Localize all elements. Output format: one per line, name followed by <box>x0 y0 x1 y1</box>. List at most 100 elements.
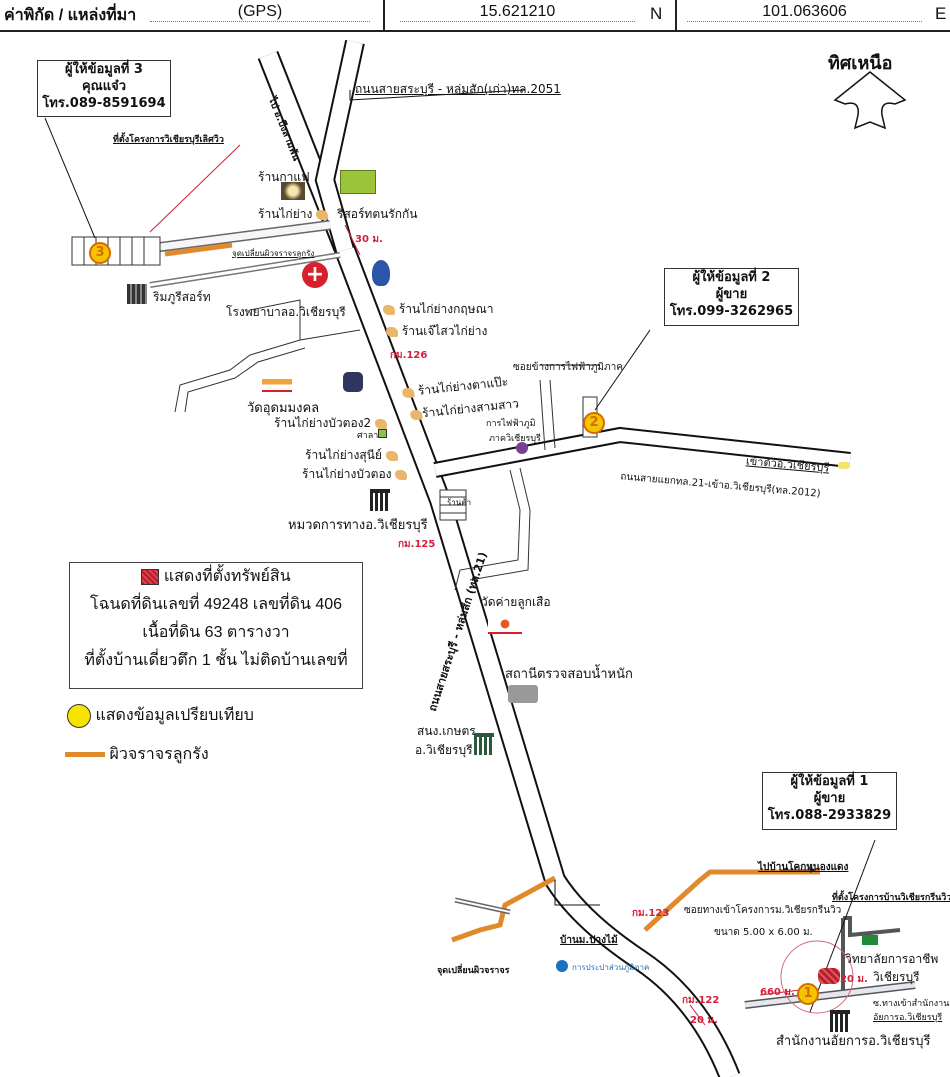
chicken-icon <box>401 386 415 399</box>
informant-1-name: ผู้ขาย <box>813 791 846 806</box>
size-label: ขนาด 5.00 x 6.00 ม. <box>714 927 813 938</box>
coordinate-label: ค่าพิกัด / แหล่งที่มา <box>4 7 137 24</box>
pea-icon <box>516 442 528 454</box>
comparison-marker-3[interactable]: 3 <box>89 242 111 264</box>
project-1-label: ที่ตั้งโครงการบ้านวิเชียรกรีนวิว <box>832 893 950 903</box>
informant-3-phone: โทร.089-8591694 <box>42 96 166 111</box>
truck-icon <box>508 685 538 703</box>
direction-arrow-icon <box>838 462 850 469</box>
wat-scout-label: วัดค่ายลูกเสือ <box>481 595 551 609</box>
chicken-icon <box>395 469 408 480</box>
sala-text: ศาลา <box>357 431 379 441</box>
distance-20m-label-2: 20 ม. <box>840 974 868 985</box>
sala-icon <box>378 429 388 438</box>
legend-property: แสดงที่ตั้งทรัพย์สิน <box>70 563 362 591</box>
resort-icon <box>340 170 376 194</box>
chicken-icon <box>409 408 423 421</box>
distance-30m-label: 30 ม. <box>355 234 383 245</box>
agri-office-icon <box>474 733 494 755</box>
pwa-icon <box>556 960 568 972</box>
chicken-icon <box>385 450 398 461</box>
temple-icon <box>262 372 292 392</box>
legend-laterite-text: ผิวจราจรลูกรัง <box>109 746 209 763</box>
longitude-unit: E <box>935 4 947 23</box>
north-label: ทิศเหนือ <box>828 53 893 74</box>
legend-deed: โฉนดที่ดินเลขที่ 49248 เลขที่ดิน 406 <box>89 596 343 613</box>
shophouse-block <box>439 489 467 521</box>
ban-pang-mai-label: บ้านม.ปางไม้ <box>560 935 618 946</box>
north-arrow-icon <box>833 71 907 130</box>
comparison-swatch-icon <box>67 703 91 728</box>
chicken-kritsana-label: ร้านไก่ย่างกฤษณา <box>383 300 493 319</box>
latitude-unit: N <box>650 4 663 23</box>
district-office-icon <box>343 372 363 392</box>
chicken-shop-1-text: ร้านไก่ย่าง <box>258 207 313 221</box>
comparison-marker-2[interactable]: 2 <box>583 412 605 434</box>
km123-label: กม.123 <box>632 908 670 919</box>
legend-comparison-text: แสดงข้อมูลเปรียบเทียบ <box>95 707 254 724</box>
informant-3-name: คุณแจ๋ว <box>81 79 127 94</box>
chicken-kritsana-text: ร้านไก่ย่างกฤษณา <box>398 302 494 316</box>
highway-office-label: หมวดการทางอ.วิเชียรบุรี <box>288 518 428 533</box>
coffee-label: ร้านกาแฟ <box>258 170 310 184</box>
sala-label: ศาลา <box>357 428 388 442</box>
building-icon <box>127 284 147 304</box>
chicken-icon <box>316 209 329 220</box>
latitude-cell: 15.621210 N <box>385 0 677 30</box>
laterite-segment <box>164 242 233 257</box>
informant-3-box: ผู้ให้ข้อมูลที่ 3 คุณแจ๋ว โทร.089-859169… <box>37 60 171 117</box>
hospital-icon: + <box>302 262 328 288</box>
project-3-label: ที่ตั้งโครงการวิเชียรบุรีเลิศวิว <box>113 135 224 145</box>
km125-label: กม.125 <box>398 539 436 550</box>
chicken-buatong-label: ร้านไก่ย่างบัวตอง <box>302 465 408 484</box>
pea-office-label-1: การไฟฟ้าภูมิ <box>486 419 536 429</box>
college-label-2: วิเชียรบุรี <box>873 970 920 984</box>
laterite-road-west <box>451 875 557 943</box>
property-swatch-icon <box>141 568 160 585</box>
km122-label: กม.122 <box>682 995 720 1006</box>
weigh-station-label: สถานีตรวจสอบน้ำหนัก <box>505 667 633 682</box>
property-location-icon[interactable] <box>818 968 840 984</box>
prosecutor-office-icon <box>830 1010 850 1032</box>
soi-pea-label: ซอยข้างการไฟฟ้าภูมิภาค <box>513 362 623 373</box>
longitude-value: 101.063606 <box>687 3 922 22</box>
soi-prosecutor-label-2: อัยการอ.วิเชียรบุรี <box>873 1013 943 1023</box>
wat-udom-label: วัดอุดมมงคล <box>247 401 320 416</box>
informant-2-phone: โทร.099-3262965 <box>669 304 794 319</box>
distance-20m-label: 20 ม. <box>690 1015 718 1026</box>
informant-1-box: ผู้ให้ข้อมูลที่ 1 ผู้ขาย โทร.088-2933829 <box>762 772 897 830</box>
informant-2-name: ผู้ขาย <box>715 287 748 302</box>
chicken-icon <box>375 418 387 429</box>
soi-prosecutor-label: ซ.ทางเข้าสำนักงาน <box>873 999 950 1009</box>
government-building-icon <box>370 489 390 511</box>
resort-2-label: ริมภูรีสอร์ท <box>153 290 211 304</box>
informant-2-title: ผู้ให้ข้อมูลที่ 2 <box>692 270 771 285</box>
pea-office-label-2: ภาควิเชียรบุรี <box>489 434 541 444</box>
informant-2-box: ผู้ให้ข้อมูลที่ 2 ผู้ขาย โทร.099-3262965 <box>664 268 799 326</box>
chicken-icon <box>383 304 395 315</box>
scout-temple-icon <box>488 612 522 634</box>
project-3-plots <box>71 236 161 266</box>
to-ban-khok-label: ไปบ้านโคกหนองแดง <box>758 862 849 873</box>
comparison-marker-1[interactable]: 1 <box>797 983 819 1005</box>
surface-change-label-2: จุดเปลี่ยนผิวจราจร <box>437 966 510 976</box>
informant-3-title: ผู้ให้ข้อมูลที่ 3 <box>65 62 143 77</box>
hospital-label: โรงพยาบาลอ.วิเชียรบุรี <box>226 305 346 319</box>
chicken-sunee-text: ร้านไก่ย่างสุนีย์ <box>305 448 382 462</box>
resort-1-label: รีสอร์ทตนรักกัน <box>337 207 418 221</box>
legend-building: ที่ตั้งบ้านเดี่ยวตึก 1 ชั้น ไม่ติดบ้านเล… <box>84 652 348 669</box>
laterite-road-east <box>643 869 820 932</box>
chicken-jaisao-label: ร้านเจ๊ไสวไก่ย่าง <box>386 322 487 341</box>
road-2051-label: ถนนสายสระบุรี - หล่มสัก(เก่า)ทล.2051 <box>355 82 561 96</box>
chicken-buatong-text: ร้านไก่ย่างบัวตอง <box>302 467 392 481</box>
chicken-icon <box>386 326 398 337</box>
legend-comparison: แสดงข้อมูลเปรียบเทียบ <box>67 703 254 728</box>
km126-label: กม.126 <box>390 350 428 361</box>
pwa-label: การประปาส่วนภูมิภาค <box>572 963 650 972</box>
college-icon <box>862 935 878 945</box>
gas-station-icon <box>372 260 390 286</box>
college-label-1: วิทยาลัยการอาชีพ <box>845 952 939 966</box>
agri-office-label-1: สนง.เกษตร <box>417 724 476 738</box>
shophouse-label: ร้านค้า <box>447 498 472 507</box>
agri-office-label-2: อ.วิเชียรบุรี <box>415 743 473 757</box>
